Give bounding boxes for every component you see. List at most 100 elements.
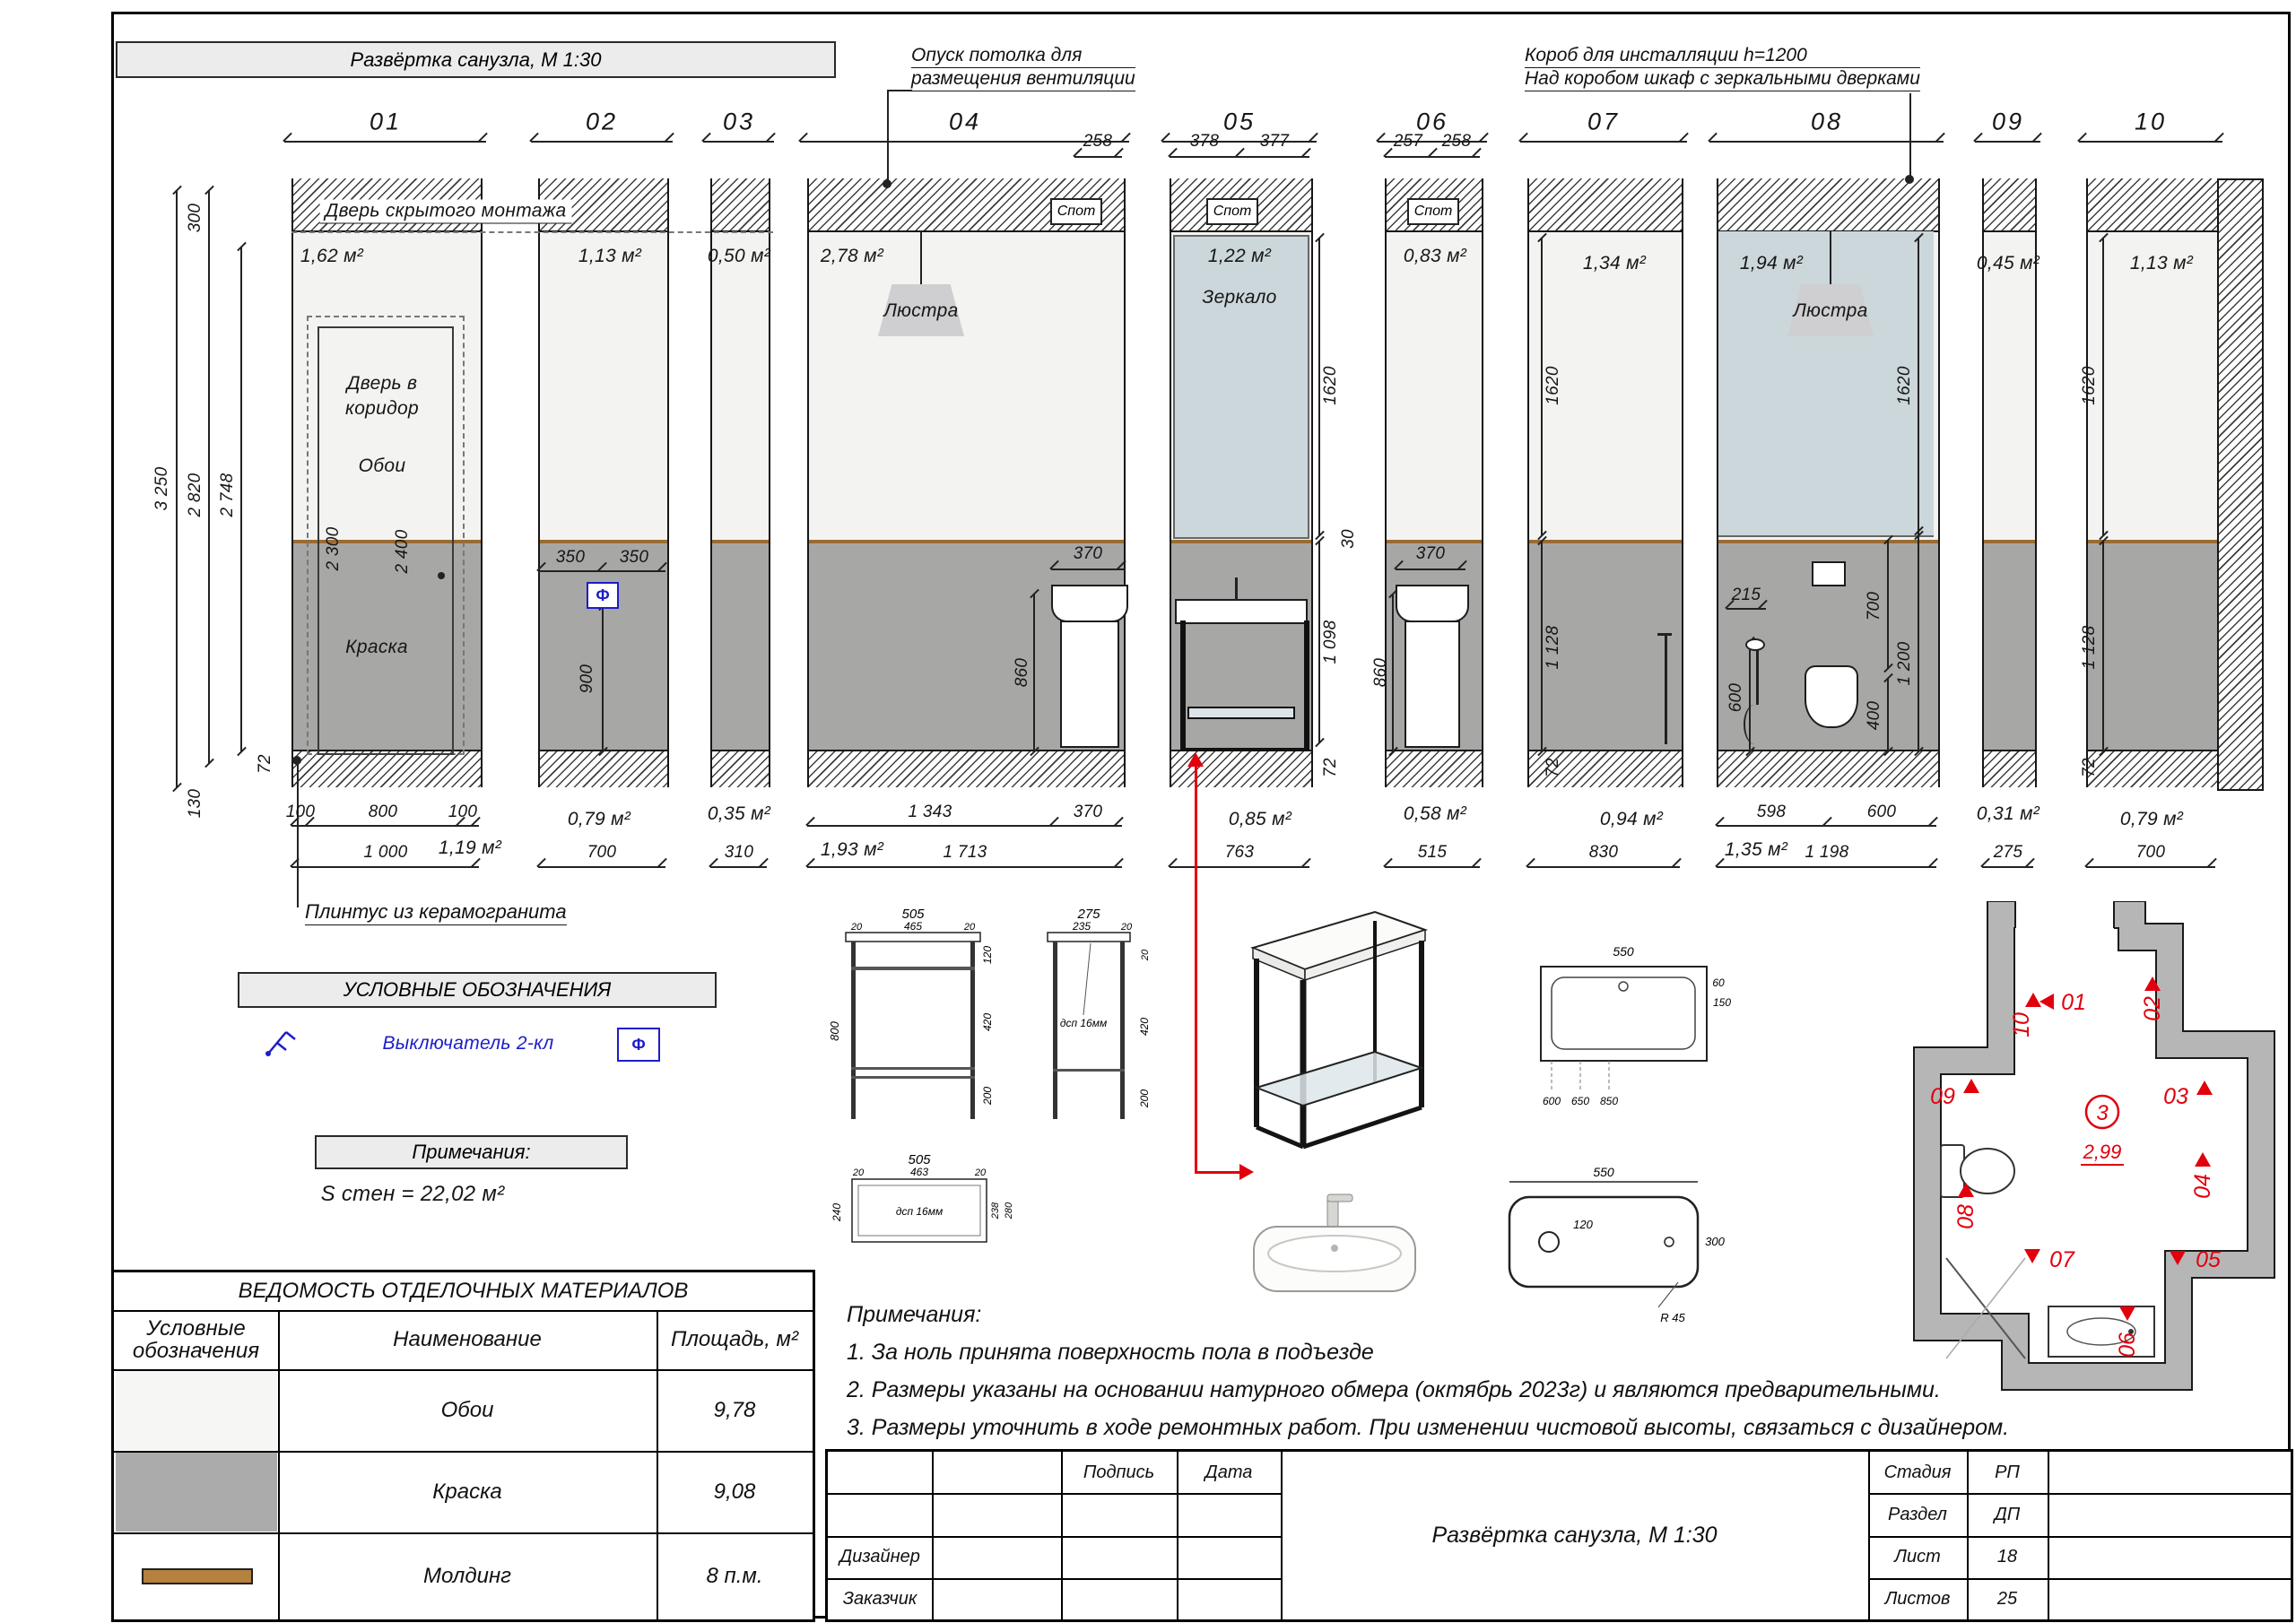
dim-label: 1 098 [1321,620,1340,664]
dim-label: 215 [1731,586,1761,604]
floor-hatch [2088,750,2217,787]
dim-label: 370 [1415,544,1446,563]
hand-shower-icon [1756,647,1759,705]
area-label: 0,31 м² [1976,803,2040,824]
chandelier-label: Люстра [883,300,959,321]
dim-line [284,141,486,143]
plinth-leader-dot [292,756,301,765]
dim-label: 600 [1726,682,1745,713]
reference-arrow-line [1195,1171,1241,1174]
dim-label: 850 [1600,1095,1618,1107]
table-grid-line [114,1451,813,1453]
dim-label: 3 250 [152,466,171,511]
dim-label: 598 [1756,803,1787,821]
dim-label: 72 [256,754,274,774]
dim-label: 257 [1393,132,1423,151]
elevation-panel-07 [1527,178,1683,787]
titleblock-grid [1868,1578,2291,1580]
view-marker: 03 [2163,1084,2188,1109]
spot-label: Спот [1413,204,1453,219]
area-label: 1,13 м² [2129,253,2194,273]
dim-label: 20 [974,1167,987,1178]
legend-title-box: УСЛОВНЫЕ ОБОЗНАЧЕНИЯ [238,972,717,1008]
material-area-text: 8 п.м. [706,1563,763,1588]
sheet-title-box: Развёртка санузла, М 1:30 [116,41,836,78]
stage-label-text: Стадия [1883,1462,1952,1482]
dim-line [800,141,1129,143]
view-marker: 10 [2009,1012,2034,1037]
dim-label: 700 [2135,843,2166,862]
dim-line [1709,141,1944,143]
area-label: 0,85 м² [1228,809,1292,829]
chandelier-cord [1830,230,1831,284]
floor-hatch [1984,750,2035,787]
sheet-number-label: Лист [1868,1536,1967,1578]
ceiling-hatch [1718,178,1938,232]
sink-plan-detail: 550 120 300 R 45 [1508,1165,1726,1324]
swatch-wallpaper [116,1371,277,1450]
switch-symbol-glyph: Ф [596,586,610,604]
vent-annotation-line2: размещения вентиляции [911,68,1135,91]
dim-label: 800 [830,1020,841,1040]
dim-label: 258 [1083,132,1113,151]
area-label: 1,19 м² [438,838,502,858]
elevation-panel-04 [807,178,1126,787]
view-marker: 02 [2140,996,2165,1021]
panel-number: 01 [369,108,403,135]
stage-value-text: РП [1995,1462,2020,1482]
titleblock-grid [1868,1452,1870,1619]
dim-label: 900 [578,664,596,694]
titleblock-grid [932,1452,934,1619]
material-name-text: Обои [440,1397,494,1422]
panel-number: 03 [722,108,756,135]
material-area: 8 п.м. [657,1532,813,1619]
area-label: 2,78 м² [820,246,884,266]
vent-leader-line [887,90,912,91]
section-label: Раздел [1868,1493,1967,1536]
dim-line [1385,866,1480,868]
material-area: 9,78 [657,1369,813,1451]
area-label: 1,93 м² [820,839,884,860]
dim-line [1170,147,1309,158]
dim-line [1717,866,1936,868]
dim-label: 2 300 [324,526,343,571]
dim-label: 378 [1189,132,1220,151]
dim-label: 350 [555,548,586,567]
area-label: 0,45 м² [1976,253,2040,273]
door-label-line2: коридор [344,398,420,419]
spotlight: Спот [1206,198,1258,225]
stage-value: РП [1967,1452,2048,1493]
console-top-detail: 505 20 463 20 240 238 280 дсп 16мм [831,1152,1014,1243]
mirror-cabinet-band [1718,231,1934,537]
dim-label: 830 [1588,843,1619,862]
dim-line [1541,541,1543,751]
korob-leader-dot [1905,175,1914,184]
door-leaf [317,326,454,755]
dim-label: 200 [1138,1089,1151,1108]
dim-label: 30 [1339,529,1358,549]
dim-label: 350 [619,548,649,567]
paint-band [293,540,481,751]
dim-label: 860 [1371,657,1390,688]
dim-label: 1620 [1544,366,1562,405]
view-marker: 05 [2196,1247,2221,1272]
header-text: Наименование [393,1327,542,1351]
ceiling-hatch [1984,178,2035,232]
chandelier-label: Люстра [1793,300,1868,321]
view-marker: 06 [2115,1332,2140,1358]
dim-line [1392,594,1394,751]
spot-label: Спот [1057,204,1096,219]
titleblock-grid [1177,1452,1178,1619]
hidden-door-label: Дверь скрытого монтажа [319,199,572,224]
dim-label: 1 343 [908,803,952,821]
panel-number: 06 [1415,108,1449,135]
chandelier-icon [1787,284,1874,336]
floor-hatch [540,750,667,787]
dim-line [176,190,178,787]
titleblock-grid [2048,1452,2049,1619]
dim-line [538,561,665,572]
dim-line [1520,141,1687,143]
dim-line [1982,866,2033,868]
dim-label: 860 [1013,657,1031,688]
